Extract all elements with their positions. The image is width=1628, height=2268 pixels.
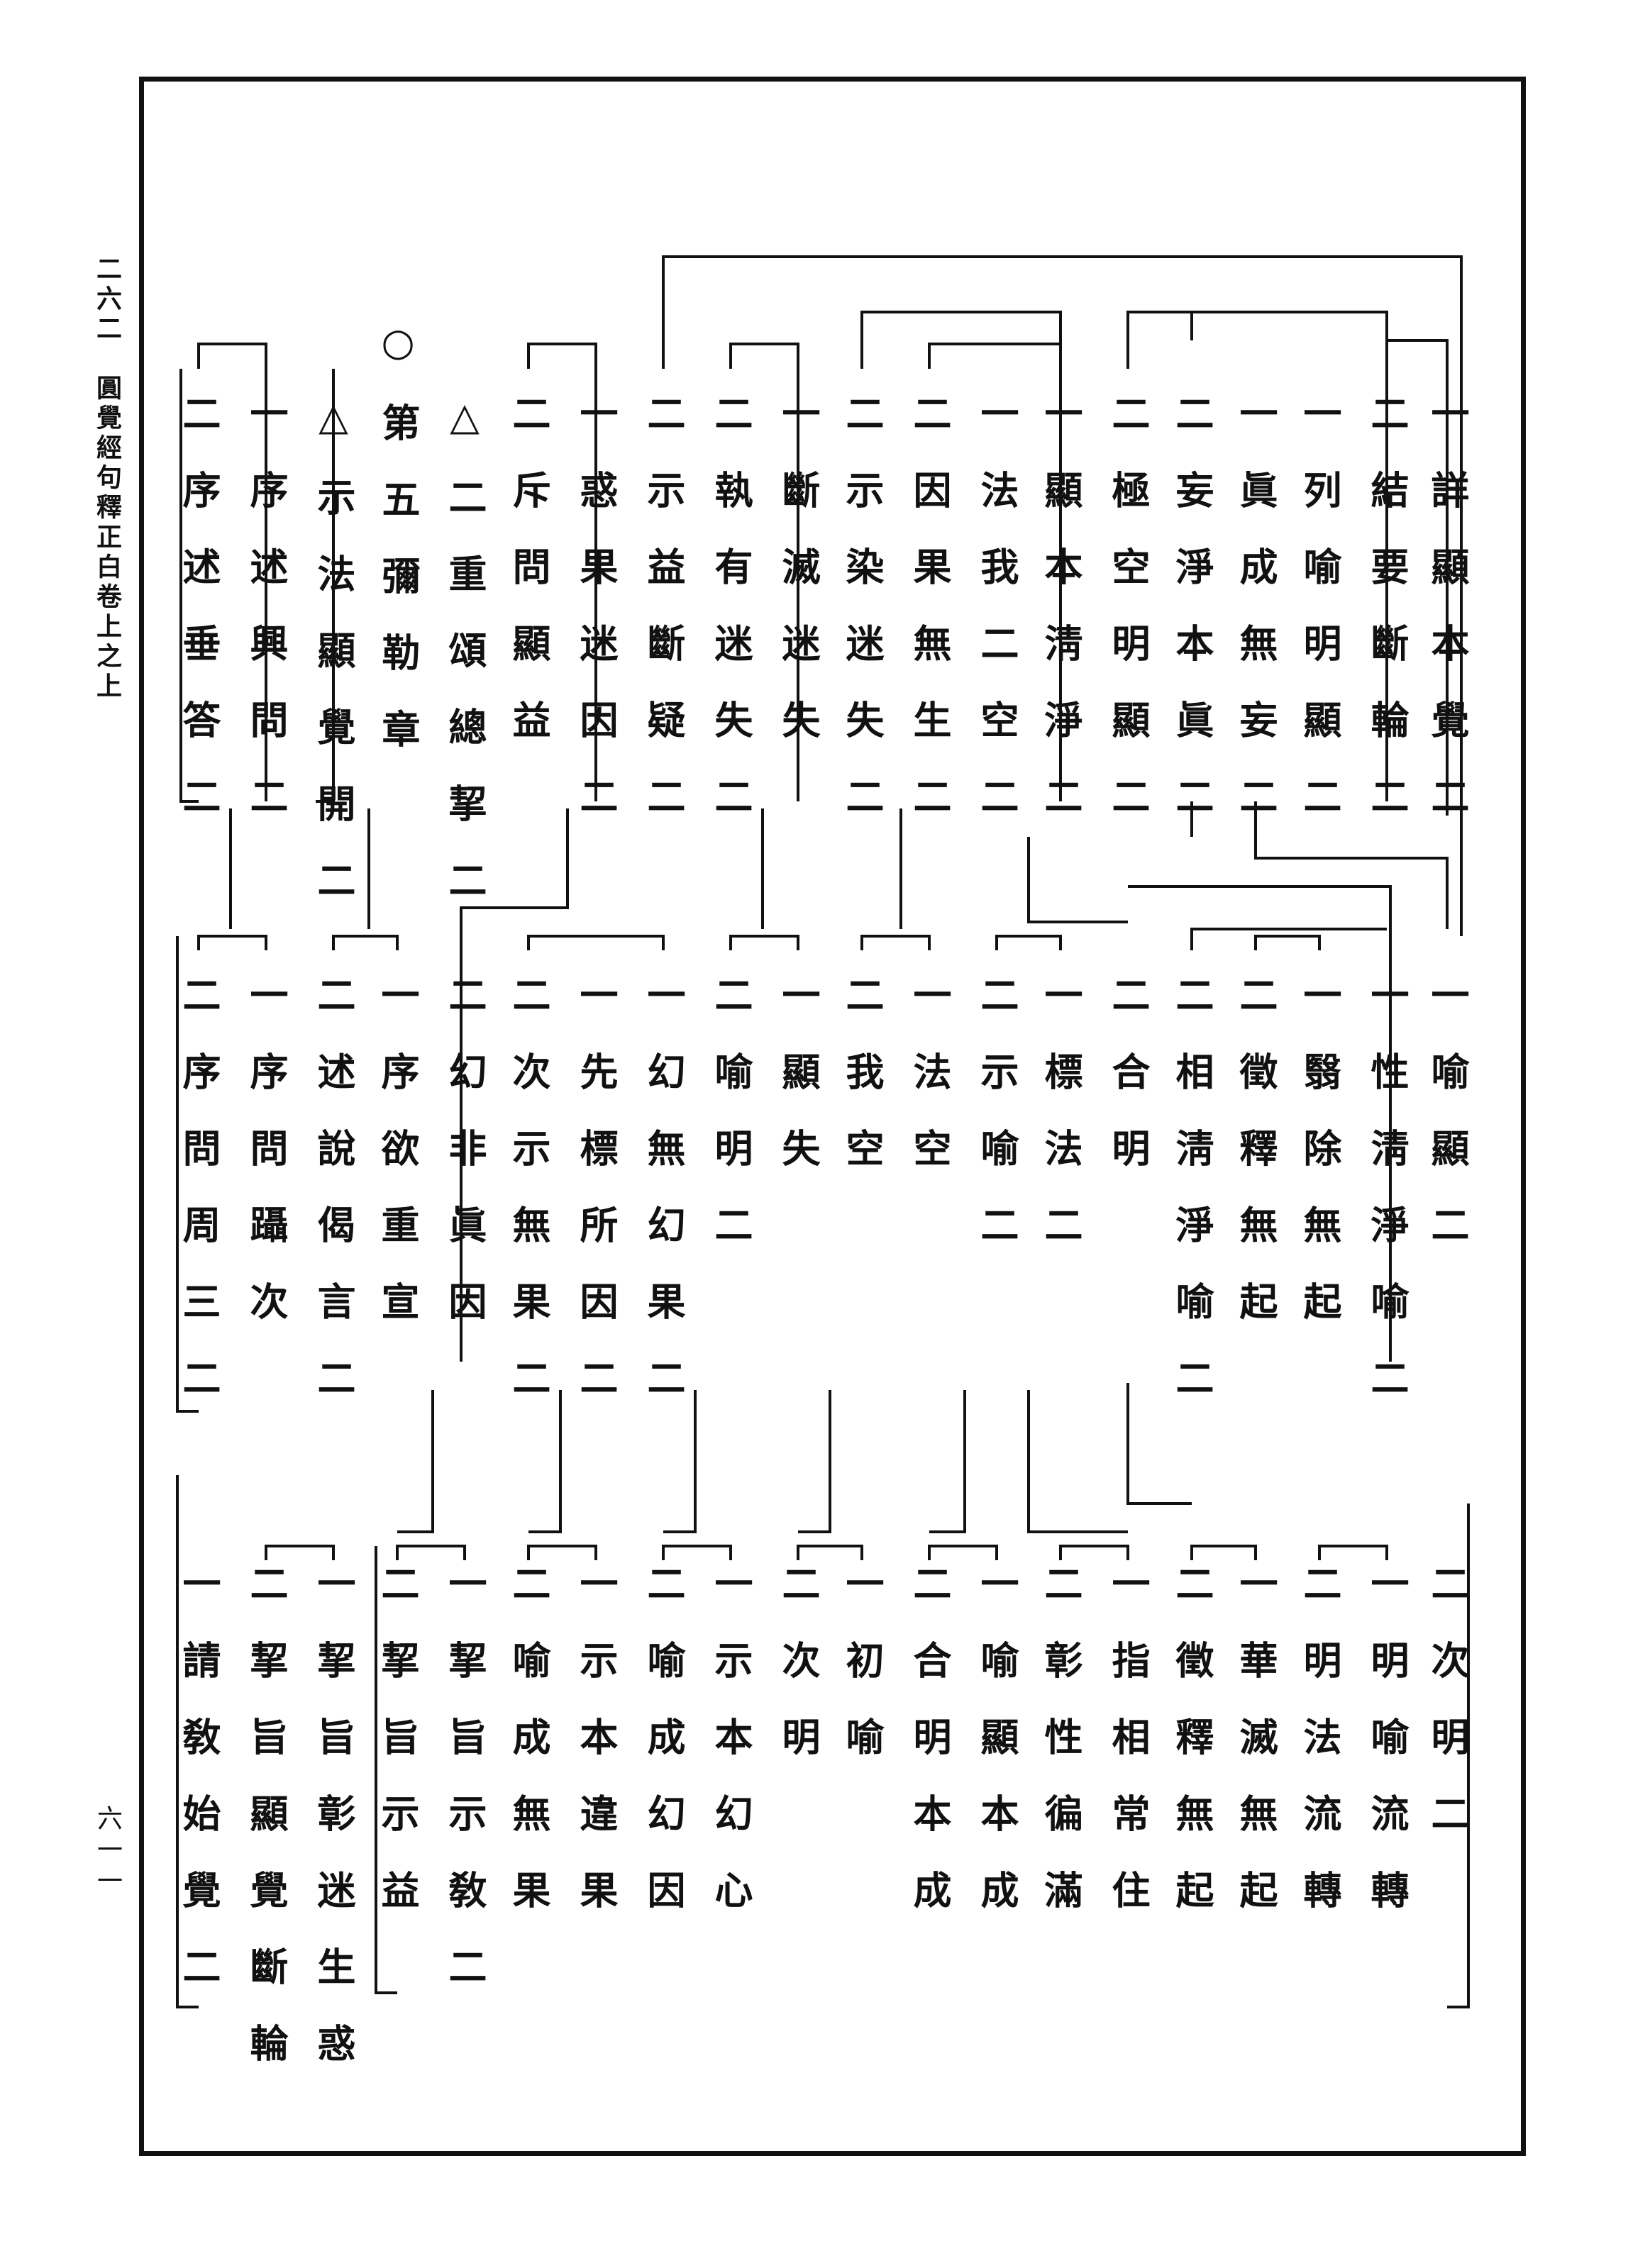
outline-entry: 二徵釋無起: [1169, 1564, 1214, 1947]
outline-entry: 二示染迷失二: [839, 394, 885, 853]
outline-entry: 二極空明顯二: [1105, 394, 1151, 853]
outline-entry: 一示本違果: [573, 1564, 619, 1947]
outline-entry: 二示益斷疑二: [641, 394, 686, 853]
outline-entry: 一序欲重宣: [375, 975, 420, 1358]
outline-entry: 二序述垂答二: [176, 394, 221, 853]
outline-entry: 一請敎始覺二: [176, 1564, 221, 2023]
outline-entry: 二述說偈言二: [311, 975, 356, 1435]
outline-entry: 二執有迷失二: [708, 394, 753, 853]
outline-entry: 二挈旨示益: [375, 1564, 420, 1947]
outline-entry: 二示喻二: [974, 975, 1019, 1282]
outline-entry: 二次明: [775, 1564, 821, 1794]
margin-title: 二六二 圓覺經句釋正白卷上之上: [92, 255, 122, 702]
outline-entry: 二因果無生二: [907, 394, 952, 853]
outline-entry: 二次明二: [1424, 1564, 1470, 1870]
outline-entry: 二挈旨顯覺斷輪: [243, 1564, 289, 2100]
outline-entry: 二合明: [1105, 975, 1151, 1205]
outline-entry: 二斥問顯益: [506, 394, 551, 777]
outline-entry: 一挈旨示敎二: [442, 1564, 487, 2023]
outline-entry: 二合明本成: [907, 1564, 952, 1947]
outline-entry: 一序問躡次: [243, 975, 289, 1358]
outline-entry: 二喻成幻因: [641, 1564, 686, 1947]
outline-entry: 二喻成無果: [506, 1564, 551, 1947]
outline-entry: 一幻無幻果二: [641, 975, 686, 1435]
outline-entry: 一示本幻心: [708, 1564, 753, 1947]
outline-entry: 一性淸淨喻二: [1364, 975, 1410, 1435]
outline-entry: 一標法二: [1038, 975, 1083, 1282]
outline-entry: 二彰性徧滿: [1038, 1564, 1083, 1947]
outline-entry: 二喻明二: [708, 975, 753, 1282]
margin-folio: 六一一: [93, 1805, 122, 1899]
outline-entry: 一喻顯二: [1424, 975, 1470, 1282]
chapter-marker: ○第五彌勒章: [375, 319, 421, 786]
outline-entry: 二我空: [839, 975, 885, 1205]
outline-entry: 一明喻流轉: [1364, 1564, 1410, 1947]
outline-entry: 一喻顯本成: [974, 1564, 1019, 1947]
outline-entry: 一初喻: [839, 1564, 885, 1794]
outline-entry: 二徵釋無起: [1233, 975, 1278, 1358]
outline-entry: 一華滅無起: [1233, 1564, 1278, 1947]
outline-entry: 一挈旨彰迷生惑: [311, 1564, 356, 2100]
outline-entry: 二幻非眞因: [442, 975, 487, 1358]
outline-entry: △二重頌總挈二: [442, 394, 487, 937]
outline-entry: 一翳除無起: [1297, 975, 1342, 1358]
outline-entry: 一指相常住: [1105, 1564, 1151, 1947]
outline-entry: 一法我二空二: [974, 394, 1019, 853]
outline-entry: 二次示無果二: [506, 975, 551, 1435]
outline-entry: 二序問周三二: [176, 975, 221, 1435]
outline-entry: 二妄淨本眞二: [1169, 394, 1214, 853]
page-frame: [139, 77, 1526, 2156]
outline-entry: 一列喻明顯二: [1297, 394, 1342, 853]
outline-entry: 一眞成無妄二: [1233, 394, 1278, 853]
outline-entry: 一顯失: [775, 975, 821, 1205]
outline-entry: 一先標所因二: [573, 975, 619, 1435]
outline-entry: 二明法流轉: [1297, 1564, 1342, 1947]
outline-entry: 二相淸淨喻二: [1169, 975, 1214, 1435]
outline-entry: 一法空: [907, 975, 952, 1205]
